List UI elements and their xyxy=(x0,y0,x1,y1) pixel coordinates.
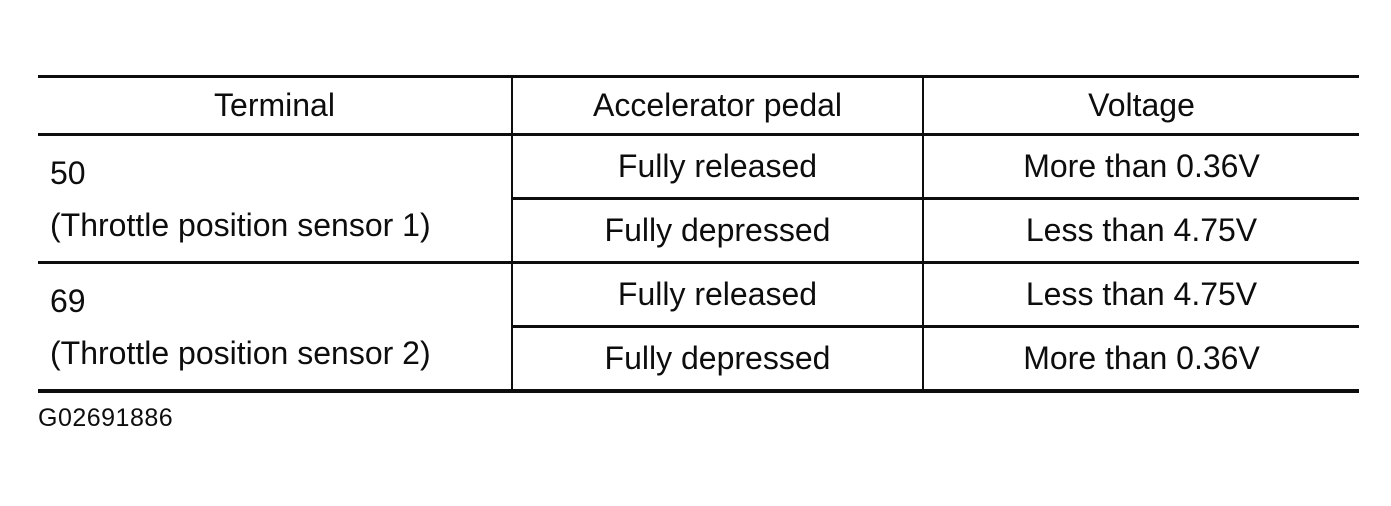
figure-id: G02691886 xyxy=(38,404,174,432)
voltage-cell: Less than 4.75V xyxy=(922,261,1359,328)
column-header-accelerator-pedal: Accelerator pedal xyxy=(511,75,924,136)
voltage-cell: More than 0.36V xyxy=(922,133,1359,200)
terminal-number: 69 xyxy=(50,282,86,319)
voltage-cell: Less than 4.75V xyxy=(922,197,1359,264)
voltage-cell: More than 0.36V xyxy=(922,325,1359,393)
pedal-cell: Fully depressed xyxy=(511,197,924,264)
pedal-cell: Fully depressed xyxy=(511,325,924,393)
terminal-description: (Throttle position sensor 1) xyxy=(50,206,431,243)
terminal-cell-sensor-1: 50 (Throttle position sensor 1) xyxy=(38,133,513,264)
table-row: 50 (Throttle position sensor 1) Fully re… xyxy=(38,133,1359,264)
table-row: 69 (Throttle position sensor 2) Fully re… xyxy=(38,261,1359,393)
column-header-terminal: Terminal xyxy=(38,75,513,136)
table-row: Fully depressed Less than 4.75V xyxy=(38,197,1359,264)
throttle-position-sensor-voltage-table: Terminal Accelerator pedal Voltage 50 (T… xyxy=(38,75,1359,393)
terminal-description: (Throttle position sensor 2) xyxy=(50,334,431,371)
pedal-cell: Fully released xyxy=(511,133,924,200)
pedal-cell: Fully released xyxy=(511,261,924,328)
terminal-cell-sensor-2: 69 (Throttle position sensor 2) xyxy=(38,261,513,393)
terminal-number: 50 xyxy=(50,154,86,191)
header-row: Terminal Accelerator pedal Voltage xyxy=(38,75,1359,136)
column-header-voltage: Voltage xyxy=(922,75,1359,136)
table-row: Fully depressed More than 0.36V xyxy=(38,325,1359,393)
